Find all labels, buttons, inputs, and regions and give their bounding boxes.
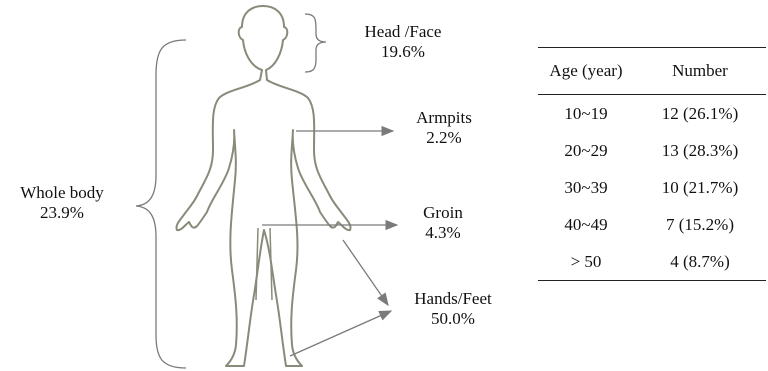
groin-percent: 4.3% bbox=[393, 223, 493, 243]
number-cell: 7 (15.2%) bbox=[634, 206, 766, 243]
age-distribution-table: Age (year) Number 10~19 12 (26.1%) 20~29… bbox=[538, 47, 766, 281]
hands-arrow bbox=[343, 240, 388, 305]
head-face-percent: 19.6% bbox=[338, 42, 468, 62]
table-row: 10~19 12 (26.1%) bbox=[538, 95, 766, 133]
armpits-percent: 2.2% bbox=[389, 128, 499, 148]
header-age: Age (year) bbox=[538, 48, 634, 95]
table-row: 40~49 7 (15.2%) bbox=[538, 206, 766, 243]
hands-feet-percent: 50.0% bbox=[383, 309, 523, 329]
armpits-name: Armpits bbox=[389, 108, 499, 128]
number-cell: 12 (26.1%) bbox=[634, 95, 766, 133]
feet-arrow bbox=[290, 311, 391, 356]
age-cell: 20~29 bbox=[538, 132, 634, 169]
age-cell: 10~19 bbox=[538, 95, 634, 133]
whole-body-percent: 23.9% bbox=[0, 203, 124, 223]
age-cell: 30~39 bbox=[538, 169, 634, 206]
human-figure-outline bbox=[176, 6, 350, 366]
header-number: Number bbox=[634, 48, 766, 95]
head-face-brace bbox=[305, 14, 326, 72]
whole-body-label: Whole body 23.9% bbox=[0, 183, 124, 223]
groin-name: Groin bbox=[393, 203, 493, 223]
head-face-label: Head /Face 19.6% bbox=[338, 22, 468, 62]
number-cell: 10 (21.7%) bbox=[634, 169, 766, 206]
age-cell: > 50 bbox=[538, 243, 634, 281]
age-cell: 40~49 bbox=[538, 206, 634, 243]
whole-body-brace bbox=[136, 40, 186, 368]
head-face-name: Head /Face bbox=[338, 22, 468, 42]
table-header-row: Age (year) Number bbox=[538, 48, 766, 95]
table-row: 20~29 13 (28.3%) bbox=[538, 132, 766, 169]
number-cell: 13 (28.3%) bbox=[634, 132, 766, 169]
armpits-label: Armpits 2.2% bbox=[389, 108, 499, 148]
number-cell: 4 (8.7%) bbox=[634, 243, 766, 281]
table-row: > 50 4 (8.7%) bbox=[538, 243, 766, 281]
hands-feet-label: Hands/Feet 50.0% bbox=[383, 289, 523, 329]
hands-feet-name: Hands/Feet bbox=[383, 289, 523, 309]
whole-body-name: Whole body bbox=[0, 183, 124, 203]
table-row: 30~39 10 (21.7%) bbox=[538, 169, 766, 206]
groin-label: Groin 4.3% bbox=[393, 203, 493, 243]
